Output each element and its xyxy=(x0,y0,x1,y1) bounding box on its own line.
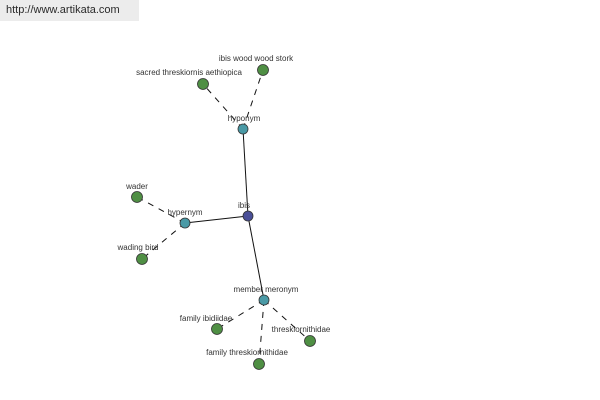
edge-ibis-member-meronym xyxy=(247,215,265,301)
node-ibis[interactable] xyxy=(242,210,254,222)
node-wader[interactable] xyxy=(131,191,143,203)
edge-ibis-hypernym xyxy=(184,215,249,224)
edge-member-meronym-threskiornithidae xyxy=(263,299,311,342)
label-family-ibidiidae: family ibidiidae xyxy=(180,314,233,323)
edge-hyponym-sacred xyxy=(202,83,244,130)
label-hyponym: hyponym xyxy=(228,114,261,123)
edge-member-meronym-family-ibidiidae xyxy=(216,299,265,330)
node-hyponym[interactable] xyxy=(237,123,249,135)
watermark-link[interactable]: http://www.artikata.com xyxy=(0,0,139,21)
label-ibis: ibis xyxy=(238,201,250,210)
node-wood-stork[interactable] xyxy=(257,64,269,76)
node-sacred[interactable] xyxy=(197,78,209,90)
node-member-meronym[interactable] xyxy=(258,294,270,306)
node-wading-bird[interactable] xyxy=(136,253,148,265)
edge-member-meronym-family-threskiornithidae xyxy=(258,299,265,365)
edge-hypernym-wader xyxy=(136,196,186,224)
node-family-ibidiidae[interactable] xyxy=(211,323,223,335)
node-hypernym[interactable] xyxy=(179,217,191,229)
label-wood-stork: ibis wood wood stork xyxy=(219,54,294,63)
label-wading-bird: wading bird xyxy=(117,243,159,252)
edge-ibis-hyponym xyxy=(242,128,249,217)
edge-hyponym-wood-stork xyxy=(242,69,264,130)
label-member-meronym: member meronym xyxy=(234,285,299,294)
label-family-threskiornithidae: family threskiornithidae xyxy=(206,348,288,357)
node-threskiornithidae[interactable] xyxy=(304,335,316,347)
label-sacred: sacred threskiornis aethiopica xyxy=(136,68,242,77)
edge-hypernym-wading-bird xyxy=(141,222,186,260)
label-hypernym: hypernym xyxy=(167,208,202,217)
node-family-threskiornithidae[interactable] xyxy=(253,358,265,370)
label-threskiornithidae: threskiornithidae xyxy=(272,325,331,334)
label-wader: wader xyxy=(125,182,148,191)
